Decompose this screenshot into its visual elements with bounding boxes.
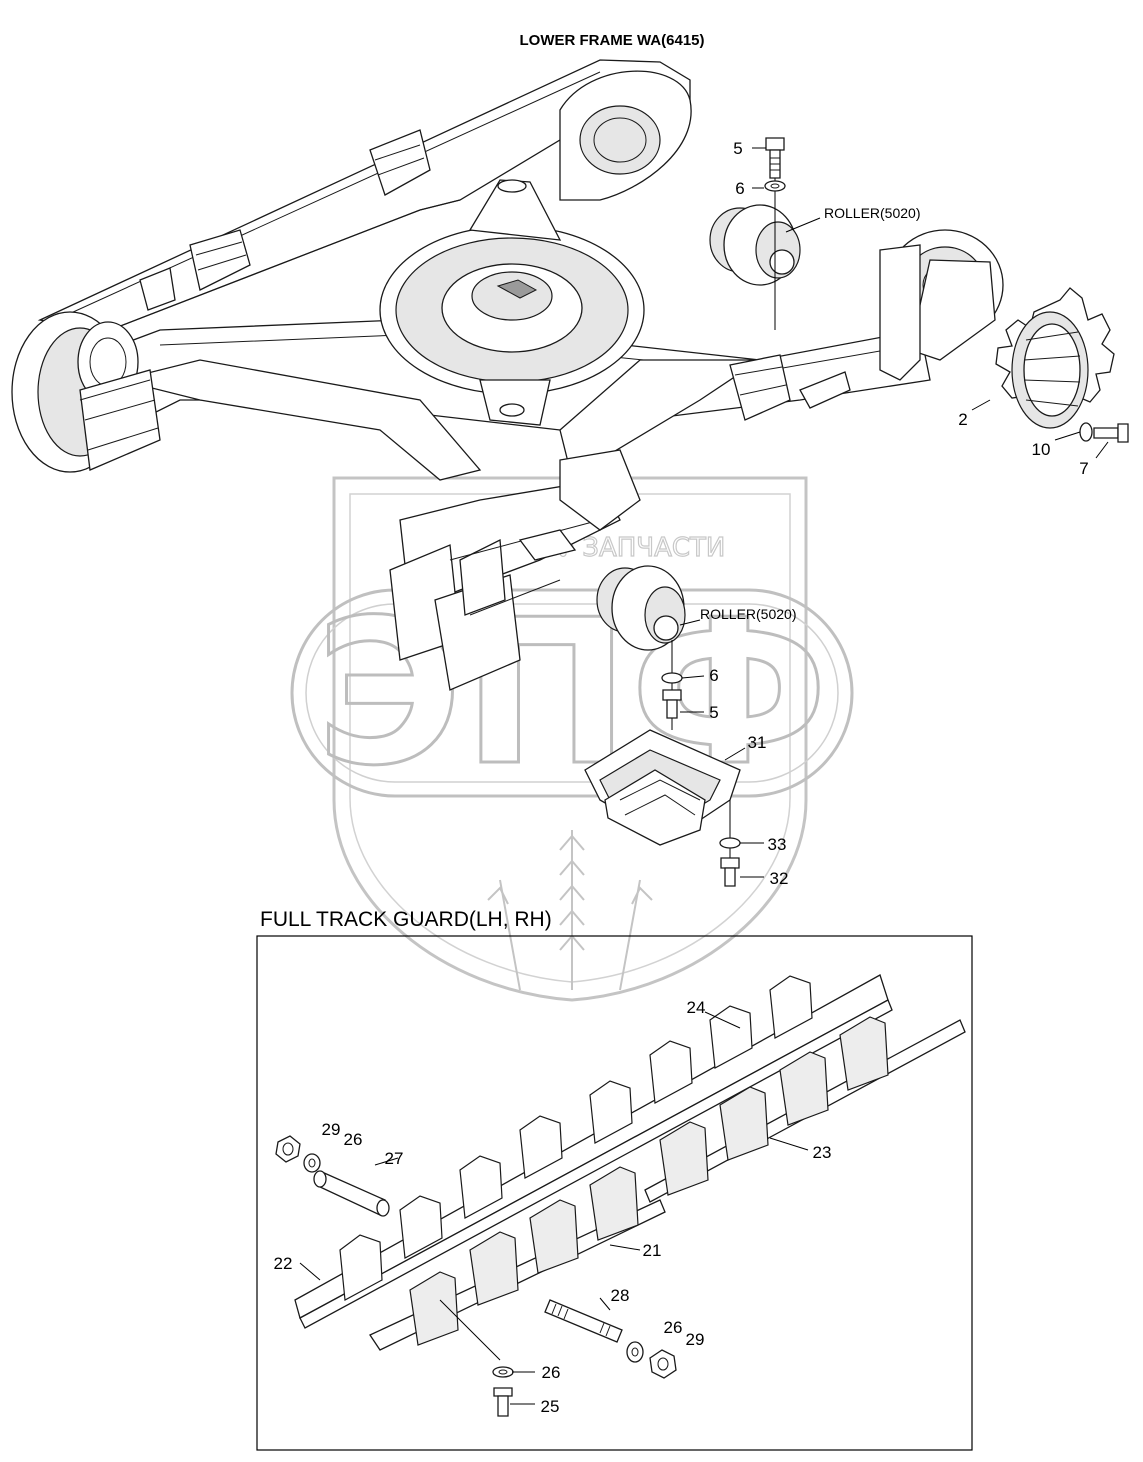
roller-label-middle: ROLLER(5020) [700, 606, 797, 622]
washer-icon [661, 672, 683, 684]
pin-icon [544, 1299, 623, 1343]
bolt-icon [1093, 423, 1129, 443]
callout-26: 26 [542, 1363, 561, 1382]
nut-icon [649, 1349, 677, 1379]
callout-22: 22 [274, 1254, 293, 1273]
callout-33: 33 [768, 835, 787, 854]
bolt-icon [493, 1387, 513, 1417]
callout-24: 24 [687, 998, 706, 1017]
watermark-shield [332, 476, 808, 1002]
callout-27: 27 [385, 1149, 404, 1168]
track-guard-assembly [275, 974, 966, 1417]
washer-icon [719, 837, 741, 849]
callout-31: 31 [748, 733, 767, 752]
callout-26: 26 [664, 1318, 683, 1337]
top-roller [709, 137, 801, 330]
callout-2: 2 [958, 410, 967, 429]
diagram-title: LOWER FRAME WA(6415) [519, 32, 704, 49]
leader-lines [299, 147, 1109, 1405]
callout-7: 7 [1079, 459, 1088, 478]
nut-icon [275, 1135, 301, 1163]
washer-icon [492, 1366, 514, 1378]
callout-5: 5 [733, 139, 742, 158]
track-guard-frame [256, 935, 973, 1451]
callout-29: 29 [686, 1330, 705, 1349]
callout-25: 25 [541, 1397, 560, 1416]
pin-icon [313, 1170, 390, 1217]
sprocket [995, 287, 1129, 443]
lower-frame [11, 59, 1004, 691]
washer-icon [1079, 422, 1093, 442]
callout-10: 10 [1032, 440, 1051, 459]
callout-32: 32 [770, 869, 789, 888]
section-title: FULL TRACK GUARD(LH, RH) [260, 908, 552, 931]
callout-23: 23 [813, 1143, 832, 1162]
callout-29: 29 [322, 1120, 341, 1139]
washer-icon [626, 1341, 644, 1363]
callout-6: 6 [709, 666, 718, 685]
bolt-icon [765, 137, 785, 179]
callout-28: 28 [611, 1286, 630, 1305]
washer-icon [764, 180, 786, 192]
washer-icon [303, 1153, 321, 1173]
callout-6: 6 [735, 179, 744, 198]
callout-5: 5 [709, 703, 718, 722]
roller-label-top: ROLLER(5020) [824, 205, 921, 221]
bolt-icon [662, 689, 682, 719]
bolt-icon [720, 857, 740, 887]
bracket [584, 729, 741, 887]
wheat-icon [487, 830, 653, 991]
callout-26: 26 [344, 1130, 363, 1149]
middle-roller [596, 565, 686, 730]
callout-21: 21 [643, 1241, 662, 1260]
